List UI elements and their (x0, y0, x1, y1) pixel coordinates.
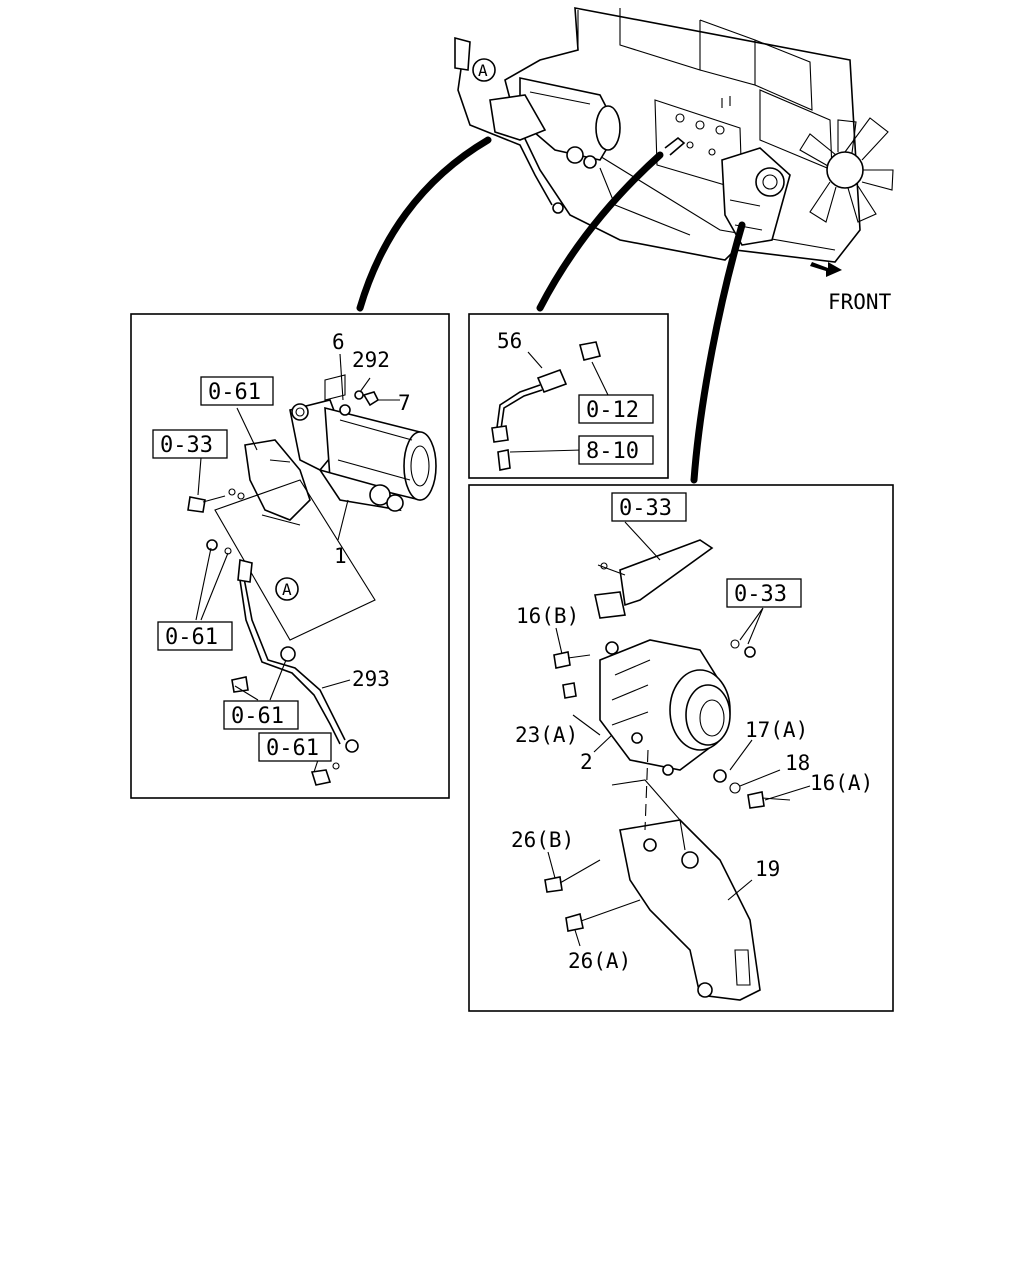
engine-alternator (721, 147, 791, 246)
part-number-19: 19 (755, 857, 780, 881)
ref-box-0-33-starter: 0-33 (160, 433, 213, 458)
part-number-23a: 23(A) (515, 723, 578, 747)
ref-box-0-61-mid: 0-61 (231, 704, 284, 729)
starter-panel: A 6 292 7 1 293 0-61 0-33 0-61 0-61 0-61 (130, 313, 450, 799)
engine-overview: A FRONT (454, 7, 894, 314)
starter-circle-a-label: A (282, 580, 292, 599)
alternator-panel: 0-33 0-33 16(B) 23(A) 2 17(A) 18 16(A) 2… (468, 484, 894, 1012)
engine-starter (489, 77, 621, 169)
ref-box-0-12: 0-12 (586, 398, 639, 423)
part-number-1: 1 (334, 544, 347, 568)
ref-box-0-61-bottom: 0-61 (266, 736, 319, 761)
part-number-2: 2 (580, 750, 593, 774)
ref-box-0-33-alt-right: 0-33 (734, 582, 787, 607)
part-number-26b: 26(B) (511, 828, 574, 852)
part-number-7: 7 (398, 391, 411, 415)
part-number-18: 18 (785, 751, 810, 775)
part-number-292: 292 (352, 348, 390, 372)
fan-icon (799, 117, 894, 223)
bolt-icon (187, 495, 226, 513)
front-arrow-icon (810, 262, 842, 277)
ref-box-0-33-alt-top: 0-33 (619, 496, 672, 521)
ref-box-0-61-left: 0-61 (165, 625, 218, 650)
leader-curve-starter (356, 136, 492, 312)
part-number-16a: 16(A) (810, 771, 873, 795)
part-number-293: 293 (352, 667, 390, 691)
starter-motor (289, 399, 437, 512)
part-number-6: 6 (332, 330, 345, 354)
starter-bracket (244, 439, 311, 521)
alternator-bracket (619, 819, 761, 1001)
part-number-26a: 26(A) (568, 949, 631, 973)
sensor-panel: 56 0-12 8-10 (468, 313, 669, 479)
alternator (599, 639, 731, 776)
part-number-17a: 17(A) (745, 718, 808, 742)
ref-box-0-61-top: 0-61 (208, 380, 261, 405)
leader-curve-sensor (536, 151, 664, 312)
ref-box-8-10: 8-10 (586, 439, 639, 464)
adjusting-bar (619, 539, 714, 607)
part-number-16b: 16(B) (516, 604, 579, 628)
engine-circle-a-label: A (478, 61, 488, 80)
front-label: FRONT (828, 290, 892, 314)
part-number-56: 56 (497, 329, 522, 353)
leader-curve-alternator (690, 221, 746, 484)
